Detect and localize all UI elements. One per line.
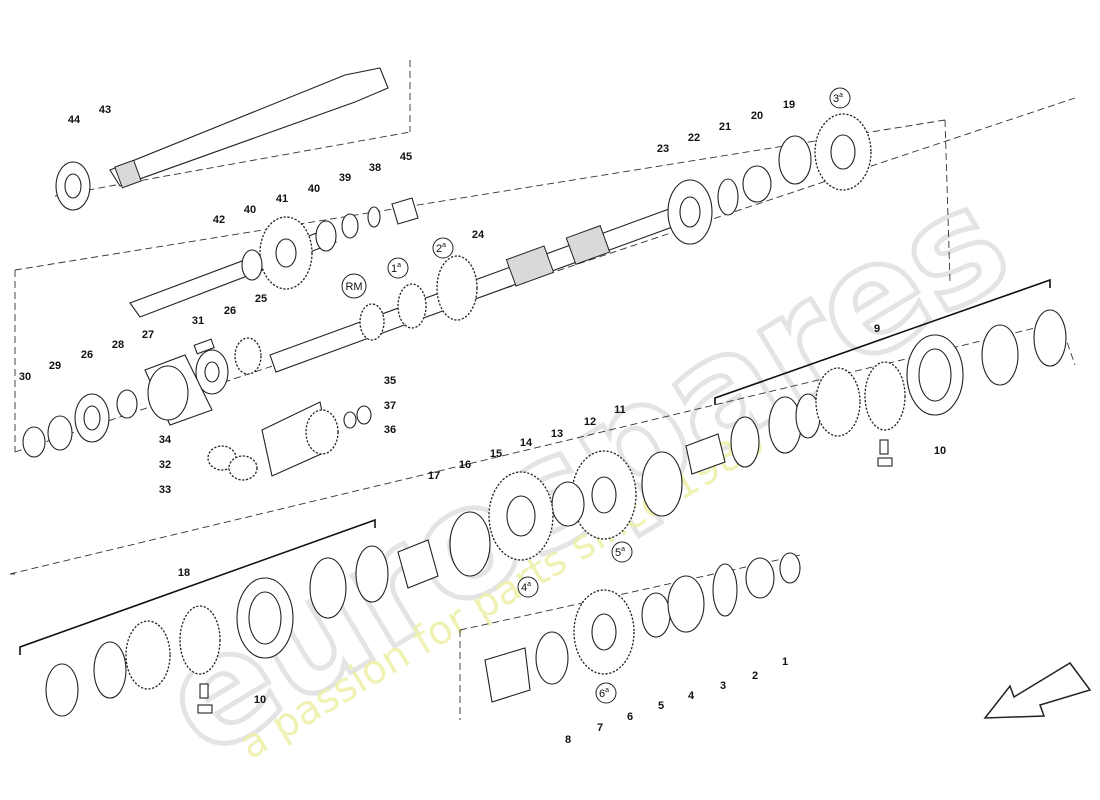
callout-7: 7 [597,722,603,734]
callout-31: 31 [192,315,204,327]
marker-sup: a [442,242,446,249]
marker-label: 5a [615,546,625,559]
callout-12: 12 [584,416,596,428]
marker-sup: a [605,687,609,694]
callout-10: 10 [254,694,266,706]
callout-45: 45 [400,151,412,163]
callout-2: 2 [752,670,758,682]
callout-14: 14 [520,437,533,449]
position-marker: 2a [432,237,454,259]
bearing-group [22,337,262,458]
callout-36: 36 [384,424,396,436]
callout-41: 41 [276,193,288,205]
synchro-group-upper [730,309,1067,468]
position-marker: RM [341,273,367,299]
callout-21: 21 [719,121,731,133]
marker-circle [387,257,409,279]
assembly-brackets [19,278,1051,655]
marker-circle [341,273,367,299]
callout-37: 37 [384,400,396,412]
callout-1: 1 [782,656,788,668]
marker-sup: a [621,546,625,553]
callout-20: 20 [751,110,763,122]
callout-33: 33 [159,484,171,496]
callout-26: 26 [81,349,93,361]
callout-34: 34 [159,434,172,446]
lower-gears [484,552,801,703]
callout-5: 5 [658,700,664,712]
marker-circle [829,87,851,109]
callout-15: 15 [490,448,502,460]
callout-43: 43 [99,104,111,116]
callout-32: 32 [159,459,171,471]
marker-label: 1a [391,262,401,275]
callout-24: 24 [472,229,485,241]
marker-sup: a [397,262,401,269]
callout-25: 25 [255,293,267,305]
position-marker: 5a [611,541,633,563]
marker-main: 6 [599,688,605,700]
arrow-icon [983,662,1092,719]
marker-sup: a [527,581,531,588]
synchro-group-lower [45,545,389,717]
callout-17: 17 [428,470,440,482]
callout-13: 13 [551,428,563,440]
middle-gears [397,433,726,589]
position-marker: 1a [387,257,409,279]
callout-27: 27 [142,329,154,341]
marker-circle [611,541,633,563]
marker-label: 6a [599,687,609,700]
callout-19: 19 [783,99,795,111]
layshaft [129,197,419,318]
marker-main: 3 [833,93,839,105]
callout-40: 40 [308,183,320,195]
main-shaft [269,113,872,373]
callout-29: 29 [49,360,61,372]
callout-22: 22 [688,132,700,144]
callout-18: 18 [178,567,190,579]
callout-6: 6 [627,711,633,723]
marker-main: 4 [521,582,527,594]
marker-label: 3a [833,92,843,105]
marker-main: RM [345,281,362,293]
callout-30: 30 [19,371,31,383]
callout-8: 8 [565,734,571,746]
callout-35: 35 [384,375,396,387]
input-shaft [55,67,389,211]
marker-main: 2 [436,243,442,255]
callout-40: 40 [244,204,256,216]
marker-main: 1 [391,263,397,275]
parts-drawing [22,67,1067,717]
marker-main: 5 [615,547,621,559]
marker-sup: a [839,92,843,99]
callout-42: 42 [213,214,225,226]
marker-circle [517,576,539,598]
position-marker: 6a [595,682,617,704]
pump-group [207,401,372,481]
callout-4: 4 [688,690,695,702]
marker-label: 2a [436,242,446,255]
callout-11: 11 [614,404,626,416]
marker-circle [432,237,454,259]
callout-28: 28 [112,339,124,351]
marker-label: 4a [521,581,531,594]
callout-44: 44 [68,114,81,126]
callout-38: 38 [369,162,381,174]
marker-circle [595,682,617,704]
callout-3: 3 [720,680,726,692]
callout-labels: 3029262827312625444342404140393845242322… [19,99,946,746]
callout-16: 16 [459,459,471,471]
position-marker: 3a [829,87,851,109]
callout-39: 39 [339,172,351,184]
position-marker: 4a [517,576,539,598]
marker-label: RM [345,281,362,293]
callout-26: 26 [224,305,236,317]
callout-10: 10 [934,445,946,457]
callout-9: 9 [874,323,880,335]
callout-23: 23 [657,143,669,155]
